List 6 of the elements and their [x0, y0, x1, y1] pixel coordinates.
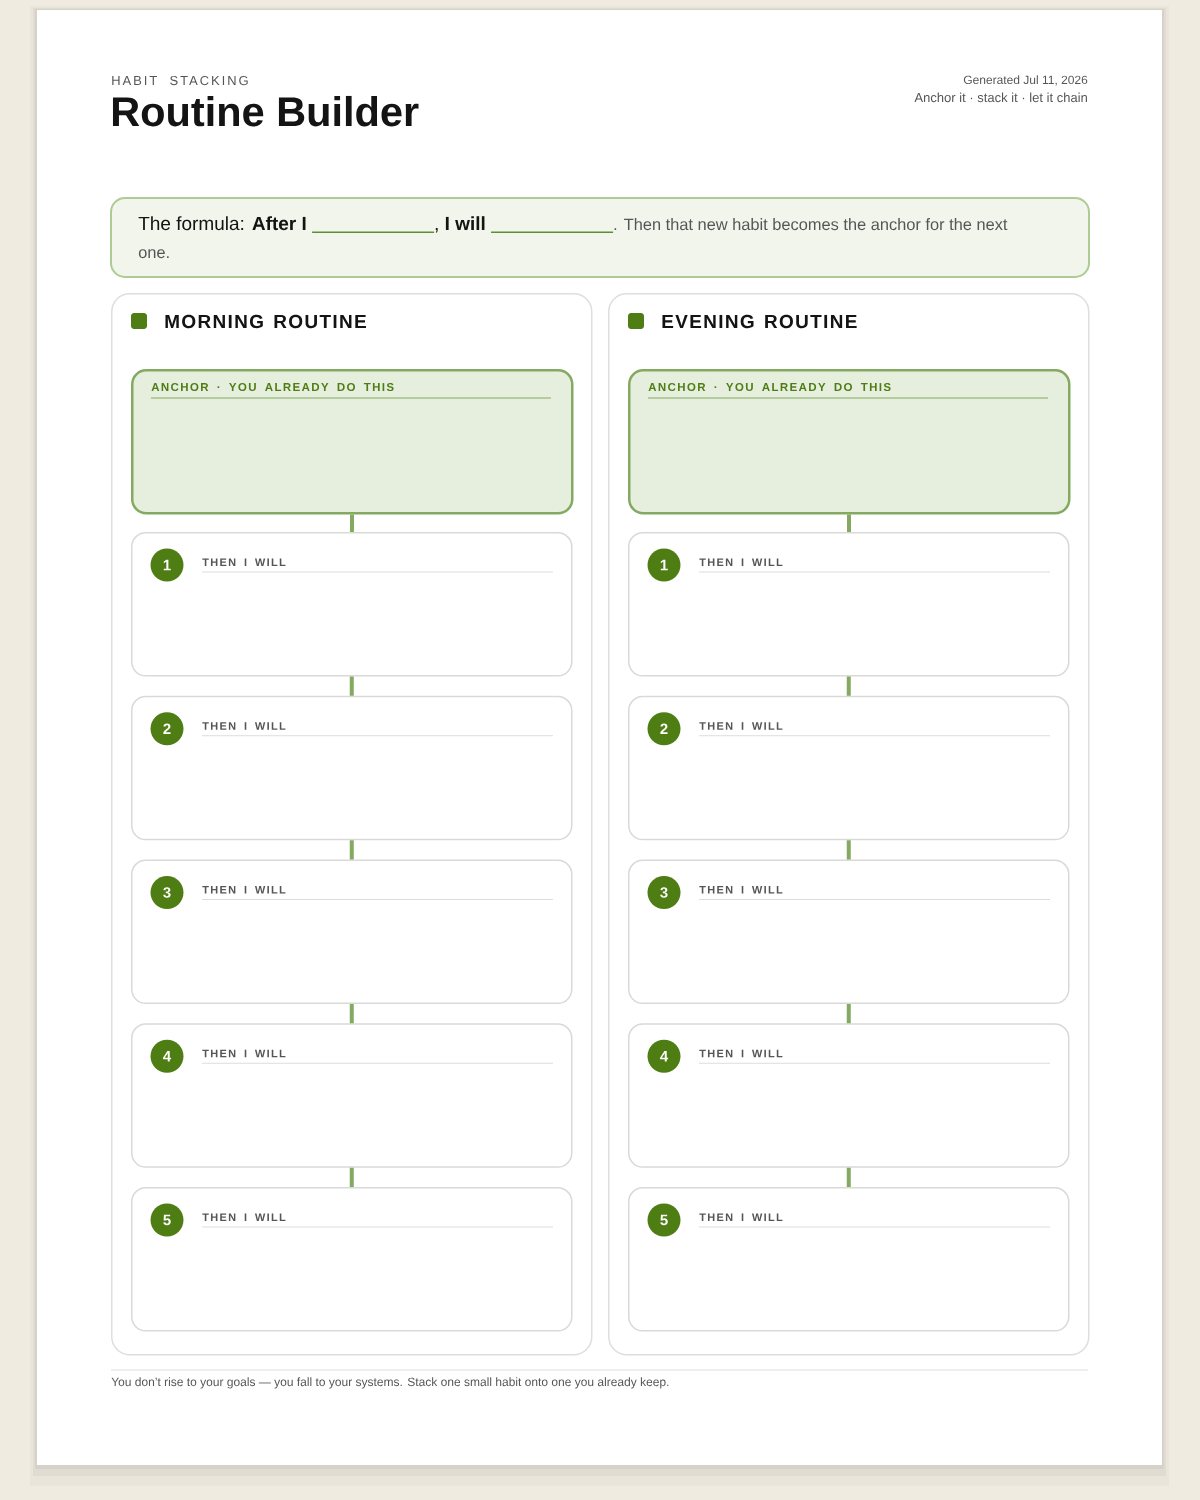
- tagline: Anchor it · stack it · let it chain: [914, 92, 1087, 103]
- footer-quote: You don’t rise to your goals — you fall to your systems. Stack one small habit onto one you already keep.: [111, 1377, 669, 1389]
- kicker-text: HABIT STACKING: [112, 75, 248, 86]
- formula-box: The formula: After I , I will . Then that new habit becomes the anchor for the next one.: [110, 197, 1090, 278]
- title: Routine Builder: [113, 95, 419, 127]
- date-text: Generated Jul 11, 2026: [963, 75, 1088, 86]
